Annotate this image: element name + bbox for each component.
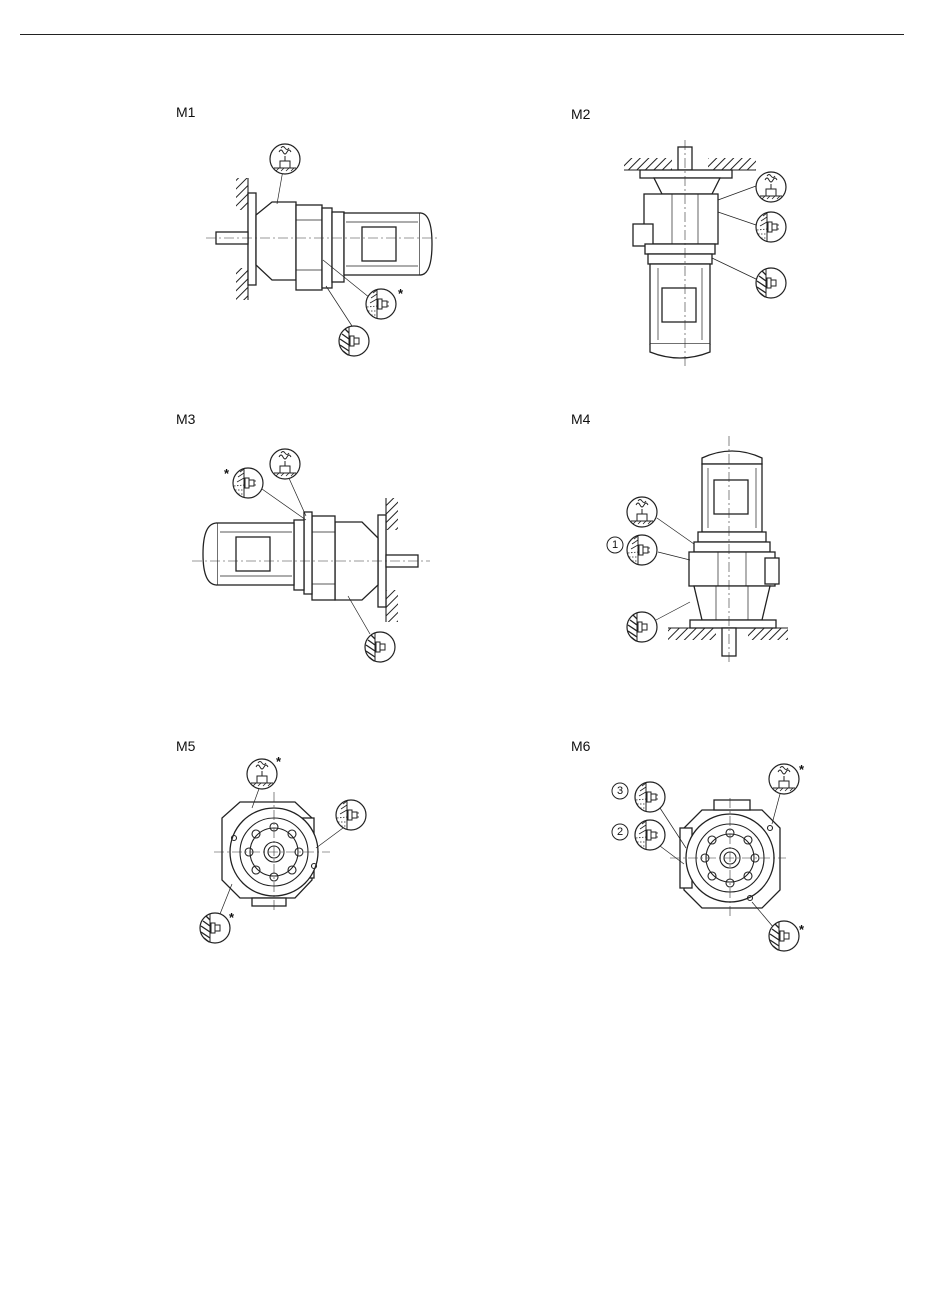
m6-oil-level-plug-3-icon <box>635 782 665 812</box>
m6-asterisk-drain: * <box>799 922 805 937</box>
m6-asterisk-vent: * <box>799 762 805 777</box>
m6-oil-level-plug-2-icon <box>635 820 665 850</box>
m6-callout-2-label: 2 <box>617 826 623 838</box>
m6-callout-3-label: 3 <box>617 785 623 797</box>
m6-oil-drain-plug-icon <box>769 921 799 951</box>
m6-vent-plug-icon <box>769 764 799 794</box>
